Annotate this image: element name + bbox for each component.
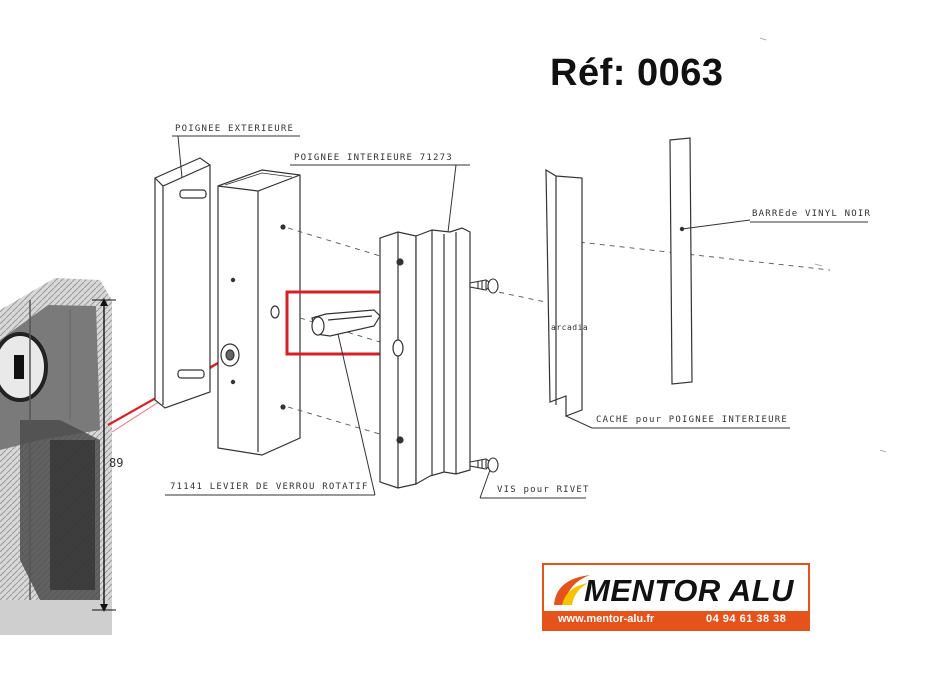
inner-handle-part [379, 227, 471, 489]
outer-handle-part [154, 157, 211, 409]
screw-bottom [469, 457, 499, 473]
label-cache: CACHE pour POIGNEE INTERIEURE [596, 415, 788, 425]
logo-name: MENTOR ALU [584, 573, 794, 608]
alignment-lines [287, 227, 831, 441]
reference-title: Réf: 0063 [550, 52, 724, 94]
label-arcadia: arcadia [551, 323, 589, 332]
label-leader-lines [165, 135, 868, 499]
label-poignee-interieure: POIGNEE INTERIEURE 71273 [294, 153, 453, 163]
logo-top-panel: MENTOR ALU [544, 565, 808, 611]
handle-body-part [217, 169, 301, 456]
logo-phone: 04 94 61 38 38 [706, 613, 787, 625]
label-levier: 71141 LEVIER DE VERROU ROTATIF [170, 482, 369, 492]
logo-website: www.mentor-alu.fr [558, 613, 655, 625]
label-barre-vinyl: BARREde VINYL NOIR [752, 209, 872, 219]
mentor-alu-logo: MENTOR ALU www.mentor-alu.fr 04 94 61 38… [542, 563, 810, 631]
logo-swoosh-icon [554, 575, 590, 605]
label-poignee-exterieure: POIGNEE EXTERIEURE [175, 124, 295, 134]
label-vis: VIS pour RIVET [497, 485, 590, 495]
dimension-label: 89 [109, 456, 124, 470]
dimension-89-line [92, 298, 116, 612]
handle-photo-inset [0, 278, 112, 635]
screw-top [469, 278, 499, 294]
vinyl-bar-part [669, 137, 693, 385]
logo-contact-bar: www.mentor-alu.fr 04 94 61 38 38 [544, 611, 808, 629]
cover-part [545, 168, 583, 417]
sketch-marks [759, 37, 887, 453]
rotary-lever-part [311, 309, 381, 337]
